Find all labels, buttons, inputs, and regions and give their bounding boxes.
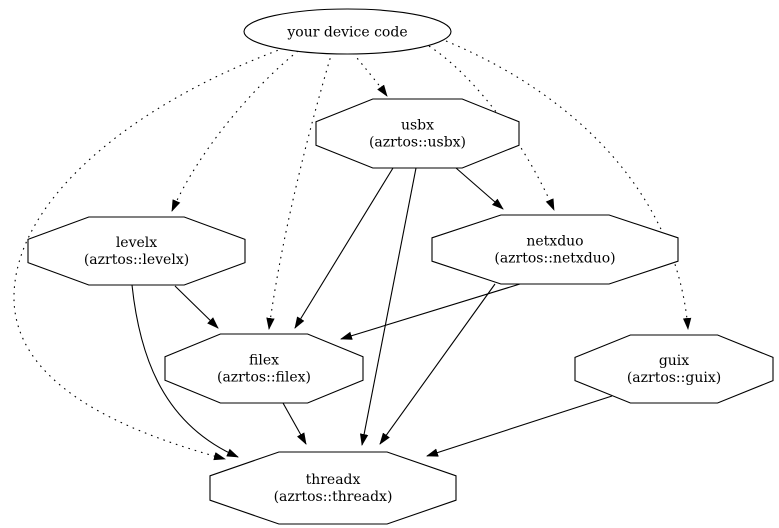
edge-device-usbx (352, 52, 388, 97)
usbx-octagon-outline (315, 98, 520, 169)
node-levelx: levelx(azrtos::levelx) (27, 216, 246, 286)
threadx-sublabel: (azrtos::threadx) (274, 489, 393, 505)
edge-levelx-filex (174, 285, 219, 329)
levelx-octagon-outline (27, 216, 246, 286)
edge-netxduo-threadx (379, 283, 496, 445)
edge-netxduo-filex (340, 283, 521, 340)
levelx-label: levelx (116, 235, 157, 251)
device-label: your device code (286, 25, 407, 41)
device-ellipse-outline (243, 8, 452, 55)
edge-guix-threadx (426, 395, 613, 457)
levelx-sublabel: (azrtos::levelx) (84, 252, 189, 268)
node-filex: filex(azrtos::filex) (164, 333, 364, 404)
node-netxduo: netxduo(azrtos::netxduo) (431, 214, 679, 285)
edge-device-guix (445, 40, 692, 330)
netxduo-sublabel: (azrtos::netxduo) (494, 251, 615, 267)
edge-device-filex (266, 51, 333, 330)
threadx-octagon-outline (209, 451, 457, 525)
usbx-sublabel: (azrtos::usbx) (369, 135, 466, 151)
node-usbx: usbx(azrtos::usbx) (315, 98, 520, 169)
guix-octagon-outline (574, 334, 774, 404)
guix-sublabel: (azrtos::guix) (627, 370, 721, 386)
edge-usbx-netxduo (455, 167, 504, 210)
netxduo-octagon-outline (431, 214, 679, 285)
edge-usbx-threadx (359, 167, 417, 446)
guix-label: guix (659, 353, 689, 369)
edge-usbx-filex (294, 167, 394, 329)
usbx-label: usbx (401, 118, 434, 134)
edge-device-levelx (171, 50, 299, 212)
node-device: your device code (243, 8, 452, 55)
filex-sublabel: (azrtos::filex) (217, 370, 311, 386)
edge-levelx-threadx (131, 284, 239, 458)
threadx-label: threadx (306, 472, 361, 488)
node-threadx: threadx(azrtos::threadx) (209, 451, 457, 525)
node-guix: guix(azrtos::guix) (574, 334, 774, 404)
filex-label: filex (249, 353, 279, 369)
netxduo-label: netxduo (526, 234, 583, 250)
filex-octagon-outline (164, 333, 364, 404)
edge-filex-threadx (282, 402, 307, 445)
nodes-layer: your device codeusbx(azrtos::usbx)levelx… (27, 8, 774, 525)
